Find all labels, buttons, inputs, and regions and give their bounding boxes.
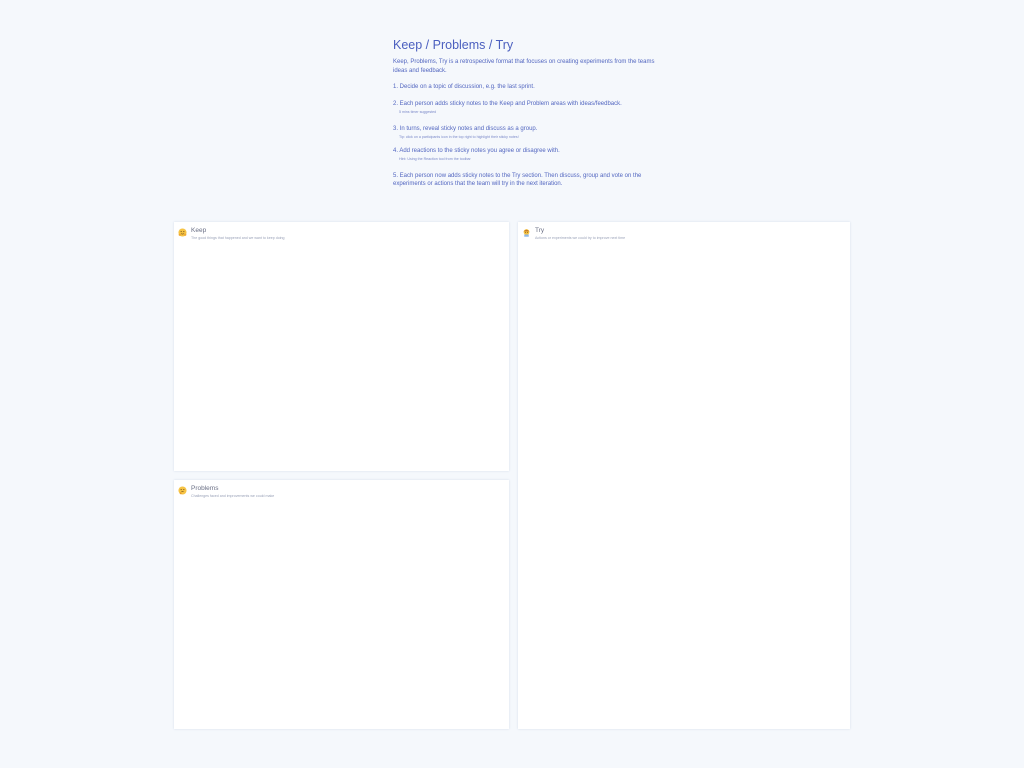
keep-title: Keep (191, 227, 207, 234)
scientist-icon (523, 229, 530, 237)
try-title: Try (535, 227, 545, 234)
step-4-text: 4. Add reactions to the sticky notes you… (393, 148, 560, 154)
try-subtitle: Actions or experiments we could try to i… (535, 236, 626, 240)
try-section[interactable]: Try Actions or experiments we could try … (518, 222, 850, 729)
try-header: Try Actions or experiments we could try … (522, 227, 625, 241)
step-2: 2. Each person adds sticky notes to the … (393, 100, 622, 115)
step-3-hint: Tip: click on a participants icon in the… (399, 135, 519, 139)
intro-description: Keep, Problems, Try is a retrospective f… (393, 59, 655, 74)
step-5-text: 5. Each person now adds sticky notes to … (393, 173, 642, 187)
step-1: 1. Decide on a topic of discussion, e.g.… (393, 83, 535, 91)
step-4: 4. Add reactions to the sticky notes you… (393, 147, 560, 162)
step-4-hint: Hint: Using the Reaction tool from the t… (399, 157, 471, 161)
thinking-face-icon (178, 486, 187, 495)
step-2-hint: 5 mins timer suggested (399, 110, 437, 114)
page-title: Keep / Problems / Try (393, 38, 514, 52)
step-3-text: 3. In turns, reveal sticky notes and dis… (393, 126, 538, 132)
problems-title: Problems (191, 485, 219, 492)
step-5: 5. Each person now adds sticky notes to … (393, 172, 655, 188)
intro-section: Keep / Problems / Try Keep, Problems, Tr… (393, 38, 655, 83)
keep-section[interactable]: Keep The good things that happened and w… (174, 222, 509, 471)
hugging-face-icon (178, 228, 187, 237)
problems-header: Problems Challenges faced and improvemen… (178, 485, 274, 499)
keep-subtitle: The good things that happened and we wan… (191, 236, 285, 240)
step-1-text: 1. Decide on a topic of discussion, e.g.… (393, 84, 535, 90)
problems-subtitle: Challenges faced and improvements we cou… (191, 494, 275, 498)
problems-section[interactable]: Problems Challenges faced and improvemen… (174, 480, 509, 729)
step-3: 3. In turns, reveal sticky notes and dis… (393, 125, 537, 140)
keep-header: Keep The good things that happened and w… (178, 227, 285, 241)
step-2-text: 2. Each person adds sticky notes to the … (393, 101, 622, 107)
